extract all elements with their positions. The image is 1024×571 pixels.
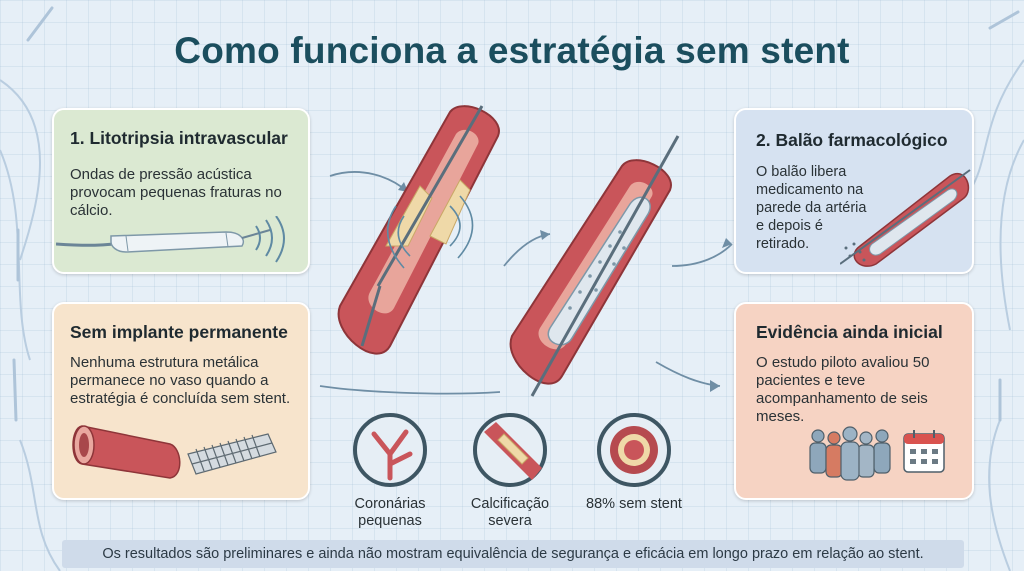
stat-small-coronaries: Coronárias pequenas xyxy=(354,496,426,529)
vessel-with-drug-balloon xyxy=(509,135,680,397)
arrow-to-balloon-card xyxy=(671,243,733,267)
artery-lumen-icon xyxy=(597,413,671,487)
evidence-text: O estudo piloto avaliou 50 pacientes e t… xyxy=(756,354,930,425)
stat-severe-calcification: Calcificação severa xyxy=(470,496,550,529)
severe-calcification-icon xyxy=(473,413,547,487)
drug-balloon-heading: 2. Balão farmacológico xyxy=(756,130,948,150)
vessels-illustration xyxy=(319,105,733,397)
no-implant-card: Sem implante permanente Nenhuma estrutur… xyxy=(52,302,310,500)
calcified-vessel-with-catheter xyxy=(337,105,500,355)
small-coronaries-icon xyxy=(353,413,427,487)
lithotripsy-card: 1. Litotripsia intravascular Ondas de pr… xyxy=(52,108,310,274)
drug-balloon-card: 2. Balão farmacológico O balão libera me… xyxy=(734,108,974,274)
arrow-to-vessel-1 xyxy=(329,171,409,193)
calendar-icon xyxy=(903,430,945,473)
no-implant-text: Nenhuma estrutura metálica permanece no … xyxy=(70,354,291,407)
evidence-card: Evidência ainda inicial O estudo piloto … xyxy=(734,302,974,500)
arrow-lower xyxy=(319,385,501,395)
patients-group-icon xyxy=(809,426,891,481)
footer-disclaimer: Os resultados são preliminares e ainda n… xyxy=(62,540,964,568)
no-implant-heading: Sem implante permanente xyxy=(70,322,288,342)
lithotripsy-catheter-icon xyxy=(56,216,285,263)
vessel-and-stent-icon xyxy=(72,425,277,479)
evidence-heading: Evidência ainda inicial xyxy=(756,322,943,342)
page-title: Como funciona a estratégia sem stent xyxy=(174,30,850,71)
lithotripsy-text: Ondas de pressão acústica provocam peque… xyxy=(70,166,282,219)
drug-balloon-text: O balão libera medicamento na parede da … xyxy=(756,164,867,252)
lithotripsy-heading: 1. Litotripsia intravascular xyxy=(70,128,288,148)
drug-balloon-icon xyxy=(840,169,971,267)
stat-no-stent-rate: 88% sem stent xyxy=(586,496,682,512)
